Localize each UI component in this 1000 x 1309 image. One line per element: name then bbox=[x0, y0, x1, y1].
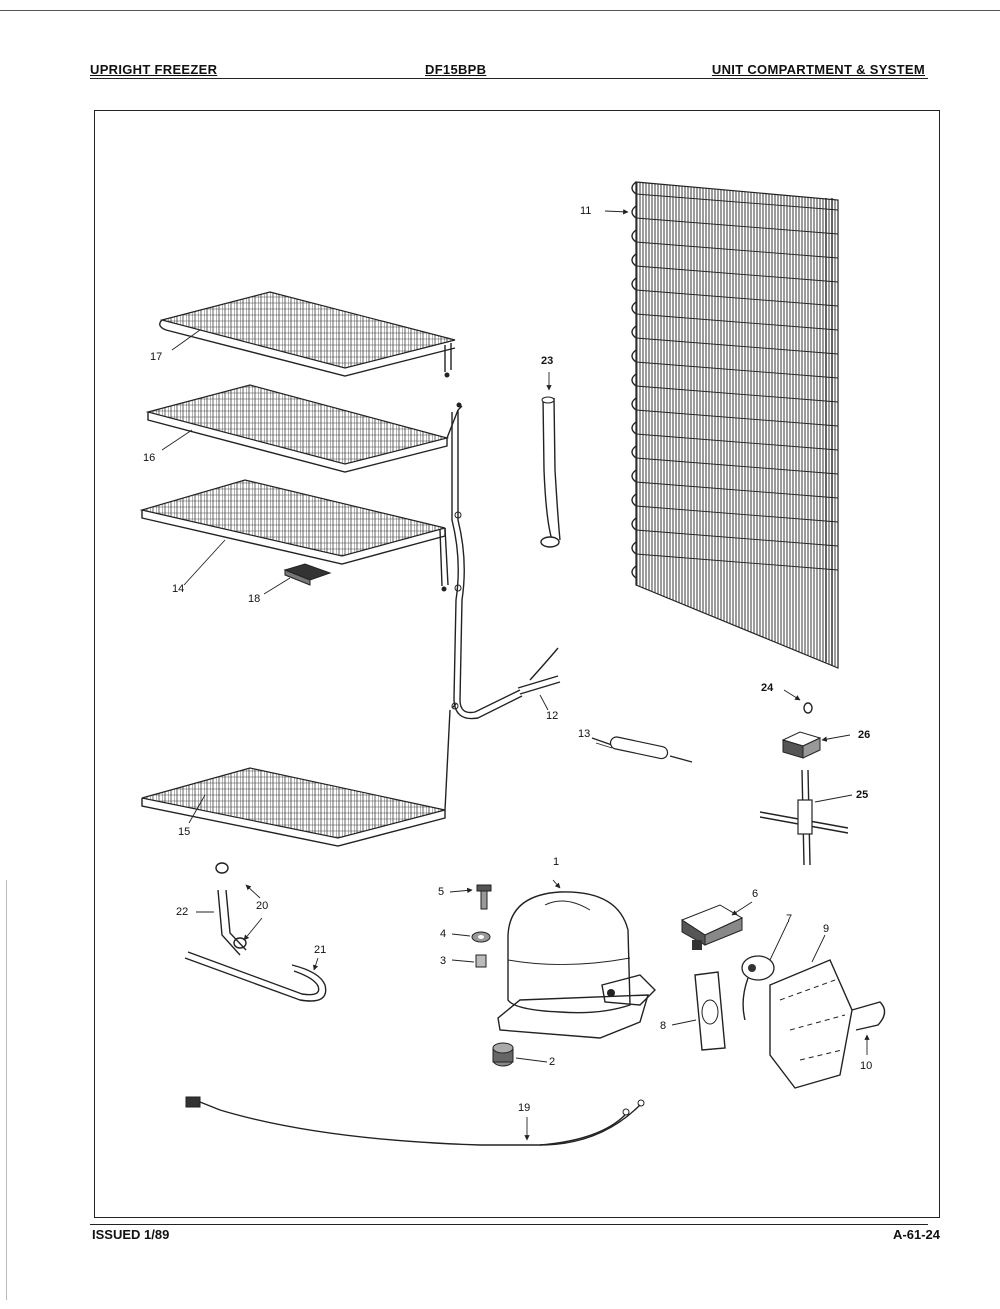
part-23-tube-insulation bbox=[540, 396, 561, 548]
callout-18: 18 bbox=[248, 593, 261, 605]
callout-14: 14 bbox=[172, 583, 185, 595]
part-4-grommet bbox=[471, 931, 491, 943]
callout-1: 1 bbox=[553, 856, 560, 868]
callout-23: 23 bbox=[541, 355, 554, 367]
callout-4: 4 bbox=[440, 928, 447, 940]
callout-25: 25 bbox=[856, 789, 869, 801]
header-section-title: UNIT COMPARTMENT & SYSTEM bbox=[711, 62, 925, 77]
callout-16: 16 bbox=[143, 452, 156, 464]
part-18-bracket bbox=[283, 563, 332, 586]
callout-20: 20 bbox=[256, 900, 269, 912]
part-19-power-cord bbox=[185, 1096, 645, 1146]
part-21-hose bbox=[184, 951, 327, 1002]
callout-6: 6 bbox=[752, 888, 759, 900]
part-10-clip bbox=[851, 1001, 886, 1031]
footer-rule bbox=[90, 1224, 928, 1225]
part-12-capillary-tube bbox=[517, 647, 561, 695]
part-5-bolt bbox=[476, 884, 492, 910]
callout-21: 21 bbox=[314, 944, 327, 956]
part-24-clip bbox=[803, 702, 813, 714]
part-17-evaporator-shelf bbox=[159, 291, 456, 378]
header-product-type: UPRIGHT FREEZER bbox=[90, 62, 218, 77]
scan-edge-mark bbox=[6, 880, 7, 1300]
callout-5: 5 bbox=[438, 886, 445, 898]
callout-12: 12 bbox=[546, 710, 559, 722]
part-25-valve bbox=[759, 769, 849, 866]
part-22-drain-tube bbox=[217, 889, 247, 956]
callout-8: 8 bbox=[660, 1020, 667, 1032]
callout-24: 24 bbox=[761, 682, 774, 694]
diagram-frame bbox=[94, 110, 940, 1218]
callout-10: 10 bbox=[860, 1060, 873, 1072]
top-rule bbox=[0, 10, 1000, 11]
callout-19: 19 bbox=[518, 1102, 531, 1114]
part-16-evaporator-shelf bbox=[145, 384, 463, 473]
suction-line-tubing bbox=[451, 410, 523, 720]
callout-7: 7 bbox=[786, 913, 793, 925]
footer-page-code: A-61-24 bbox=[893, 1227, 940, 1242]
callout-17: 17 bbox=[150, 351, 163, 363]
part-7-overload bbox=[741, 955, 775, 1021]
callout-9: 9 bbox=[823, 923, 830, 935]
part-9-cover bbox=[769, 959, 853, 1089]
part-6-relay bbox=[680, 904, 744, 950]
footer-issue-date: ISSUED 1/89 bbox=[92, 1227, 170, 1242]
header-model-number: DF15BPB bbox=[425, 62, 487, 77]
callout-2: 2 bbox=[549, 1056, 556, 1068]
part-3-sleeve bbox=[475, 954, 487, 968]
callout-22: 22 bbox=[176, 906, 189, 918]
part-26-solenoid-coil bbox=[781, 731, 822, 759]
callout-13: 13 bbox=[578, 728, 591, 740]
leader-lines bbox=[161, 209, 870, 1141]
part-20-clamp bbox=[215, 862, 247, 949]
callout-11: 11 bbox=[580, 205, 592, 217]
callout-3: 3 bbox=[440, 955, 447, 967]
part-2-start-device bbox=[492, 1042, 514, 1067]
callout-26: 26 bbox=[858, 729, 871, 741]
part-15-evaporator-shelf bbox=[141, 702, 459, 847]
part-11-condenser bbox=[631, 181, 839, 669]
callout-15: 15 bbox=[178, 826, 191, 838]
header-rule bbox=[90, 78, 928, 79]
part-14-evaporator-shelf bbox=[139, 479, 449, 592]
part-8-bracket bbox=[694, 971, 726, 1051]
part-1-compressor bbox=[497, 891, 656, 1039]
part-13-drier bbox=[591, 736, 693, 763]
